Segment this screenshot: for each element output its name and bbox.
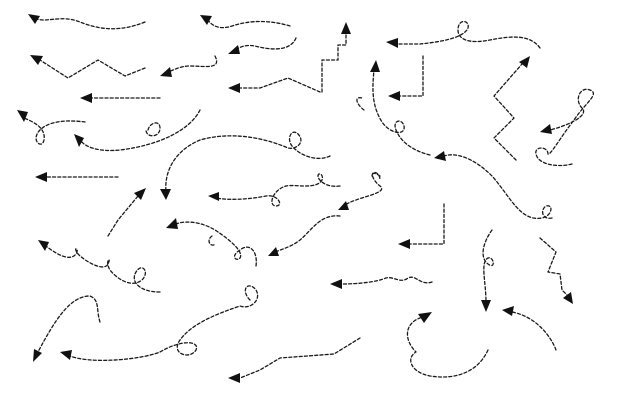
- curl-up-arrow-icon: [356, 60, 431, 156]
- long-swoop-arrow-icon: [434, 151, 553, 219]
- angled-arrow-icon: [228, 77, 321, 93]
- long-curve-arrow-icon: [33, 295, 101, 362]
- wavy-curve-arrow-icon: [166, 218, 257, 267]
- swoosh-loop-arrow-icon: [74, 109, 201, 152]
- wavy-arrow-icon-2: [200, 15, 291, 29]
- straight-arrow-left-icon-2: [35, 172, 119, 182]
- right-angle-arrow-icon-2: [398, 203, 445, 249]
- curve-arrow-icon-2: [268, 215, 341, 256]
- curl-arrow-icon: [338, 171, 383, 210]
- big-loop-arrow-icon: [60, 285, 259, 362]
- diagonal-arrow-icon: [107, 188, 146, 237]
- hook-arrow-icon: [406, 312, 489, 378]
- top-loop-arrow-icon: [386, 20, 541, 49]
- curve-arrow-bottom-right-icon: [502, 306, 557, 351]
- wavy-straight-arrow-icon: [330, 276, 433, 289]
- zigzag-up-arrow-icon: [493, 56, 530, 161]
- zigzag-down-arrow-icon: [539, 237, 573, 304]
- short-curve-arrow-icon: [228, 37, 297, 54]
- wavy-arrow-icon: [28, 14, 146, 30]
- loopy-arrow-icon: [208, 173, 341, 207]
- zigzag-arrow-icon: [30, 55, 146, 79]
- curly-arrow-icon: [38, 240, 161, 293]
- arc-loop-arrow-icon: [160, 131, 331, 200]
- curve-left-arrow-icon: [160, 55, 218, 77]
- right-angle-arrow-icon: [388, 55, 424, 101]
- stepped-up-arrow-icon: [321, 22, 351, 93]
- loop-right-arrow-icon: [535, 88, 595, 167]
- loop-arrow-icon: [17, 110, 86, 145]
- straight-arrow-left-icon: [80, 93, 161, 103]
- stepped-arrow-icon: [228, 337, 361, 383]
- loop-down-arrow-icon: [481, 229, 494, 312]
